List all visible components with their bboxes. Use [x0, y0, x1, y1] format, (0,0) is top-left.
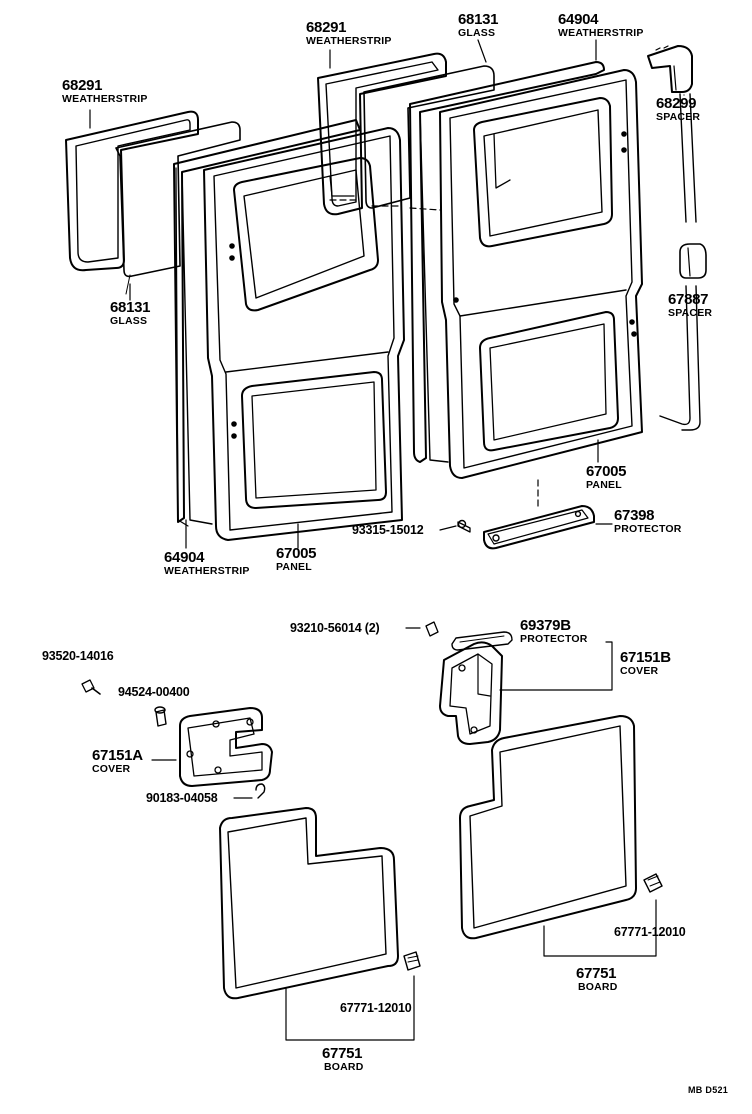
- spacer-mid: [679, 243, 707, 279]
- callout-name-glass-top: GLASS: [458, 27, 496, 39]
- callout-number-panel-left: 67005: [276, 545, 317, 562]
- cover-a: [179, 707, 273, 787]
- screw-protector: [457, 519, 471, 533]
- callout-number-board-right: 67751: [576, 965, 617, 982]
- callout-number-clip-board-left: 67771-12010: [340, 1001, 412, 1015]
- callout-number-cover-b: 67151B: [620, 649, 671, 666]
- weatherstrip-left-door: [173, 119, 361, 527]
- weatherstrip-left-window: [65, 110, 199, 272]
- callout-number-clip-a: 94524-00400: [118, 685, 190, 699]
- callout-number-screw-protector: 93315-15012: [352, 523, 424, 537]
- callout-name-ws-bottom-left: WEATHERSTRIP: [164, 565, 250, 577]
- glass-left: [115, 121, 241, 278]
- panel-right-door: [439, 69, 643, 479]
- callout-name-panel-right: PANEL: [586, 479, 622, 491]
- callout-number-ws-bottom-left: 64904: [164, 549, 205, 566]
- callout-number-spacer-mid: 67887: [668, 291, 709, 308]
- protector-b: [451, 631, 513, 651]
- callout-number-protector-b: 69379B: [520, 617, 571, 634]
- callout-name-cover-b: COVER: [620, 665, 659, 677]
- callout-number-glass-top: 68131: [458, 11, 499, 28]
- callout-name-ws-top-right: WEATHERSTRIP: [558, 27, 644, 39]
- callout-name-ws-top-left: WEATHERSTRIP: [62, 93, 148, 105]
- callout-number-panel-right: 67005: [586, 463, 627, 480]
- callout-number-clip-board-right: 67771-12010: [614, 925, 686, 939]
- callout-name-protector-low: PROTECTOR: [614, 523, 682, 535]
- weatherstrip-right-door: [409, 61, 605, 463]
- callout-name-panel-left: PANEL: [276, 561, 312, 573]
- spacer-top: [647, 45, 693, 93]
- callout-name-cover-a: COVER: [92, 763, 131, 775]
- callout-name-ws-top-mid: WEATHERSTRIP: [306, 35, 392, 47]
- clip-board-left: [403, 951, 421, 971]
- callout-name-glass-left: GLASS: [110, 315, 148, 327]
- protector-door-sill: [483, 505, 595, 550]
- callout-number-ws-top-mid: 68291: [306, 19, 347, 36]
- callout-name-protector-b: PROTECTOR: [520, 633, 588, 645]
- panel-left-door: [203, 127, 405, 541]
- board-left: [219, 807, 399, 1000]
- callout-number-spacer-top: 68299: [656, 95, 697, 112]
- clip-cover-a: [154, 706, 167, 727]
- callout-number-ws-top-left: 68291: [62, 77, 103, 94]
- board-right: [459, 715, 637, 940]
- screw-cover-b: [425, 621, 439, 637]
- callout-name-board-left: BOARD: [324, 1061, 364, 1073]
- diagram-code: MB D521: [688, 1085, 729, 1095]
- callout-number-screw-a: 93520-14016: [42, 649, 114, 663]
- clip-board-right: [643, 873, 663, 893]
- clip-90183: [255, 783, 266, 799]
- callout-number-protector-low: 67398: [614, 507, 655, 524]
- callout-number-screw-cover-b: 93210-56014 (2): [290, 621, 380, 635]
- callout-name-spacer-mid: SPACER: [668, 307, 713, 319]
- weatherstrip-mid-window: [317, 52, 447, 216]
- callout-name-spacer-top: SPACER: [656, 111, 701, 123]
- callout-number-ws-top-right: 64904: [558, 11, 599, 28]
- cover-b: [439, 641, 503, 745]
- glass-mid: [363, 65, 495, 209]
- callout-name-board-right: BOARD: [578, 981, 618, 993]
- callout-number-clip-b: 90183-04058: [146, 791, 218, 805]
- callout-number-glass-left: 68131: [110, 299, 151, 316]
- callout-number-cover-a: 67151A: [92, 747, 143, 764]
- callout-number-board-left: 67751: [322, 1045, 363, 1062]
- screw-cover-a: [81, 679, 101, 695]
